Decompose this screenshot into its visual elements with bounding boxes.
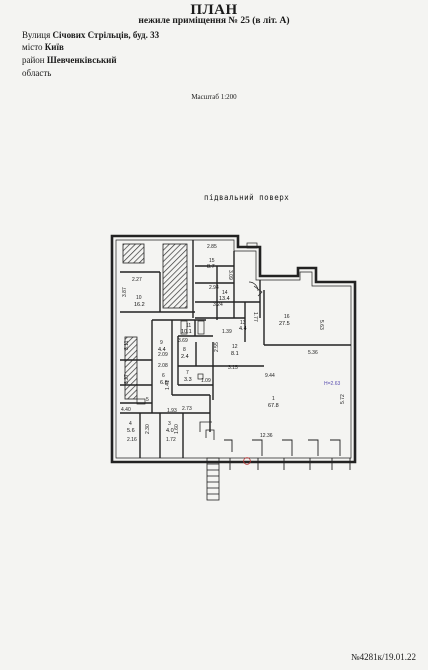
dimension: 3.09	[227, 270, 233, 280]
room-area: 6.8	[160, 380, 168, 386]
dimension: 2.73	[182, 406, 192, 412]
document-title: ПЛАН	[190, 2, 238, 18]
room-area: 16.2	[134, 302, 145, 308]
dimension: 12.36	[260, 433, 273, 439]
dimension: 3.69	[178, 338, 188, 344]
dimension: 3.24	[213, 302, 223, 308]
room-number: 7	[186, 370, 189, 376]
city-label: місто	[22, 42, 43, 52]
staircase	[199, 421, 220, 501]
room-labels: 15 8.7 14 13.4 13 4.4 16 27.5 10 16.2 11…	[127, 258, 290, 434]
room-area: 13.4	[219, 296, 230, 302]
dimension: 2.30	[145, 424, 151, 434]
hatched-shafts	[122, 243, 188, 400]
room-number: 8	[183, 347, 186, 353]
registration-number: №4281к/19.01.22	[351, 652, 416, 662]
room-area: 3.3	[184, 377, 192, 383]
dimension: 1.41	[165, 380, 171, 390]
room-number: 9	[160, 340, 163, 346]
dimension: 3.87	[122, 287, 128, 297]
entrance-marker	[243, 457, 251, 465]
dimension: 3.11	[124, 340, 130, 350]
scale-label: Масштаб 1:200	[191, 93, 237, 101]
room-area: 2.4	[181, 354, 189, 360]
room-area: 10.1	[181, 329, 192, 335]
dimension: 2.27	[132, 277, 142, 283]
room-number: 16	[284, 314, 290, 320]
window-wells	[224, 439, 351, 470]
dimension: 2.94	[209, 285, 219, 291]
shaft-3	[124, 336, 138, 400]
street-label: Вулиця	[22, 30, 51, 40]
room-number: 1	[272, 396, 275, 402]
room-area: 8.7	[207, 264, 215, 270]
document-subtitle: нежиле приміщення № 25 (в літ. А)	[138, 16, 290, 26]
room-area: 27.5	[279, 321, 290, 327]
dimension: 2.08	[158, 363, 168, 369]
room-area: 4.4	[158, 347, 166, 353]
room-number: 14	[222, 290, 228, 296]
room-number: 4	[129, 421, 132, 427]
district-value: Шевченківський	[46, 55, 117, 65]
dimension: 9.44	[265, 373, 275, 379]
address-city: місто Київ	[22, 42, 64, 52]
address-region: область	[22, 68, 51, 78]
dimension: 2.16	[127, 437, 137, 443]
room-number: 5	[146, 397, 149, 403]
dimension: 2.85	[207, 244, 217, 250]
dimension: 1.72	[166, 437, 176, 443]
room-number: 12	[232, 344, 238, 350]
dimension: 1.77	[252, 312, 258, 322]
room-area: 4.4	[239, 326, 247, 332]
door-details	[136, 242, 263, 405]
room-number: 11	[186, 323, 191, 329]
dimension: 5.63	[318, 320, 324, 330]
shaft-2	[162, 243, 188, 309]
dimension: 1.39	[222, 329, 232, 335]
street-value: Січових Стрільців, буд. 33	[52, 30, 160, 40]
address-district: район Шевченківський	[22, 55, 117, 65]
dimension: 3.27	[124, 374, 130, 384]
height-annotation: Н=2.63	[324, 381, 340, 387]
room-area: 5.6	[127, 428, 135, 434]
city-value: Київ	[44, 42, 64, 52]
room-number: 3	[168, 421, 171, 427]
room-number: 13	[240, 320, 246, 326]
dimension: 1.09	[201, 378, 211, 384]
floor-label: підвальний поверх	[204, 193, 290, 202]
dimension: 2.09	[158, 352, 168, 358]
interior-walls	[120, 240, 351, 458]
dimension: 2.55	[214, 342, 220, 352]
room-area: 8.1	[231, 351, 239, 357]
room-number: 6	[162, 373, 165, 379]
shaft-1	[122, 243, 145, 264]
dimension: 1.93	[167, 408, 177, 414]
dimension: 1.60	[174, 424, 180, 434]
dimension: 5.72	[340, 394, 346, 404]
region-label: область	[22, 68, 52, 78]
dimension: 4.40	[121, 407, 131, 413]
room-area: 4.0	[166, 428, 174, 434]
room-number: 10	[136, 295, 142, 301]
room-number: 15	[209, 258, 215, 264]
dimension: 3.15	[228, 365, 238, 371]
address-street: Вулиця Січових Стрільців, буд. 33	[22, 30, 159, 40]
room-area: 67.8	[268, 403, 279, 409]
dimension-labels: 2.85 3.09 2.94 3.24 1.77 5.63 5.36 1.39 …	[121, 244, 346, 443]
district-label: район	[22, 55, 45, 65]
dimension: 5.36	[308, 350, 318, 356]
